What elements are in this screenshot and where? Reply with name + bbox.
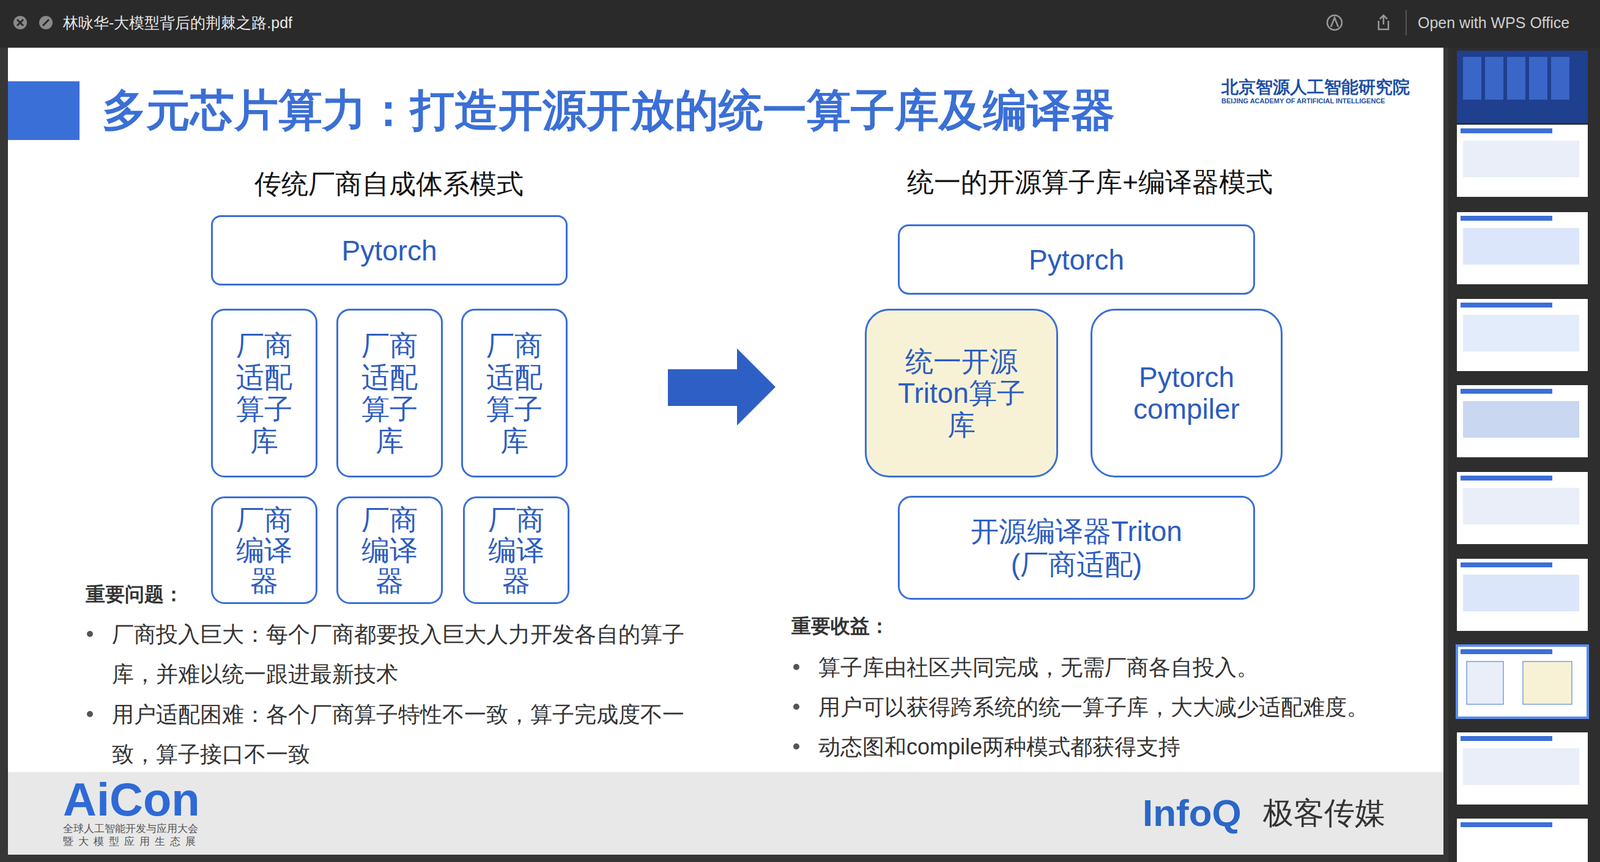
thumbnail [1456,472,1588,545]
thumbnail-detail [1460,388,1553,394]
box-label: 厂商编译器 [360,504,419,597]
markup-icon-mark [1330,17,1339,27]
column-heading: 统一的开源算子库+编译器模式 [907,164,1273,200]
box-label: 厂商适配算子库 [360,329,419,457]
operator-library-box: 统一开源Triton算子库 [864,308,1059,478]
compiler-box: 厂商编译器 [462,496,570,605]
box-label: 厂商适配算子库 [235,329,293,457]
column-heading: 传统厂商自成体系模式 [254,166,524,202]
compiler-box: 厂商编译器 [336,496,443,605]
thumbnail-detail [1462,748,1580,786]
footer-band [7,772,1444,856]
file-name: 林咏华-大模型背后的荆棘之路.pdf [62,12,293,34]
operator-library-box: 厂商适配算子库 [211,308,318,478]
operator-library-box: 厂商适配算子库 [461,308,568,478]
box-label: Pytorch compiler [1110,361,1263,426]
pin-icon-mark [42,19,49,26]
thumbnail-detail [1529,56,1548,100]
bullet-dot [793,703,800,711]
pin-icon [39,15,53,30]
bullet-text: 用户适配困难：各个厂商算子特性不一致，算子完成度不一致，算子接口不一致 [111,694,701,775]
slide-ground [7,47,1444,856]
close-icon [13,15,27,30]
thumbnail [1456,385,1588,458]
toolbar-divider [1405,9,1407,36]
title-marker [7,81,80,141]
bullet-dot [793,743,800,750]
slide-title: 多元芯片算力：打造开源开放的统一算子库及编译器 [102,82,1115,138]
thumbnail-current [1456,645,1588,719]
box-label: 统一开源Triton算子库 [885,345,1038,441]
thumbnail [1456,559,1588,632]
box-label: 厂商编译器 [487,504,545,597]
thumbnail [1456,299,1588,372]
bullet-dot [86,631,93,638]
conference-name: 全球人工智能开发与应用大会 [62,822,199,837]
thumbnail-detail [1460,649,1553,655]
thumbnail-list [1456,50,1588,862]
viewer-toolbar [0,0,1600,48]
thumbnail-detail [1485,56,1504,100]
toolbar-button: Open with WPS Office [1417,12,1570,34]
thumbnail-detail [1460,736,1553,742]
thumbnail [1456,50,1588,123]
compiler-box: 开源编译器Triton (厂商适配) [897,496,1256,600]
compiler-box: Pytorch compiler [1090,308,1283,478]
framework-box: Pytorch [897,224,1256,295]
close-icon-cross [17,19,24,26]
thumbnail-detail [1460,215,1553,221]
framework-box: Pytorch [211,215,568,286]
bullet-dot [86,711,93,718]
markup-icon [1327,15,1342,30]
box-label: 开源编译器Triton (厂商适配) [955,514,1198,582]
conference-logo: AiCon [62,775,200,825]
conference-subname: 暨大模型应用生态展 [62,835,201,849]
thumbnail [1456,818,1588,862]
compiler-box: 厂商编译器 [211,496,318,605]
thumbnail-detail [1462,314,1580,352]
bullet-dot [793,664,800,671]
thumbnail-detail [1460,822,1553,828]
box-label: 厂商编译器 [235,504,293,597]
thumbnail [1456,732,1588,805]
section-heading: 重要问题： [85,581,184,608]
thumbnail-detail [1460,302,1553,308]
logo-text: 北京智源人工智能研究院 [1221,76,1410,99]
thumbnail-detail [1462,401,1580,438]
thumbnail-detail [1460,128,1553,134]
box-label: Pytorch [341,233,438,268]
transition-arrow [667,348,776,426]
thumbnail-detail [1507,56,1526,100]
box-label: 厂商适配算子库 [485,329,544,457]
thumbnail-detail [1462,140,1580,178]
thumbnail-detail [1466,661,1504,705]
thumbnail-detail [1462,56,1482,100]
thumbnail-detail [1462,574,1580,612]
thumbnail-detail [1460,562,1553,568]
thumbnail [1456,124,1588,197]
thumbnail [1456,212,1588,285]
thumbnail-detail [1551,56,1570,100]
share-icon [1378,15,1389,30]
media-name: 极客传媒 [1262,795,1386,832]
bullet-text: 用户可以获得跨系统的统一算子库，大大减少适配难度。 [818,692,1369,722]
logo-subtext: BEIJING ACADEMY OF ARTIFICIAL INTELLIGEN… [1221,96,1386,106]
thumbnail-detail [1462,228,1580,265]
bullet-text: 算子库由社区共同完成，无需厂商各自投入。 [818,653,1259,682]
operator-library-box: 厂商适配算子库 [336,308,443,478]
thumbnail-sidebar [1448,47,1600,862]
box-label: Pytorch [1028,242,1125,278]
media-logo: InfoQ [1142,792,1242,835]
section-heading: 重要收益： [791,613,890,640]
thumbnail-detail [1522,661,1572,705]
bullet-text: 动态图和compile两种模式都获得支持 [818,732,1181,762]
thumbnail-detail [1460,475,1553,481]
thumbnail-detail [1462,488,1580,525]
bullet-text: 厂商投入巨大：每个厂商都要投入巨大人力开发各自的算子库，并难以统一跟进最新技术 [111,614,701,695]
